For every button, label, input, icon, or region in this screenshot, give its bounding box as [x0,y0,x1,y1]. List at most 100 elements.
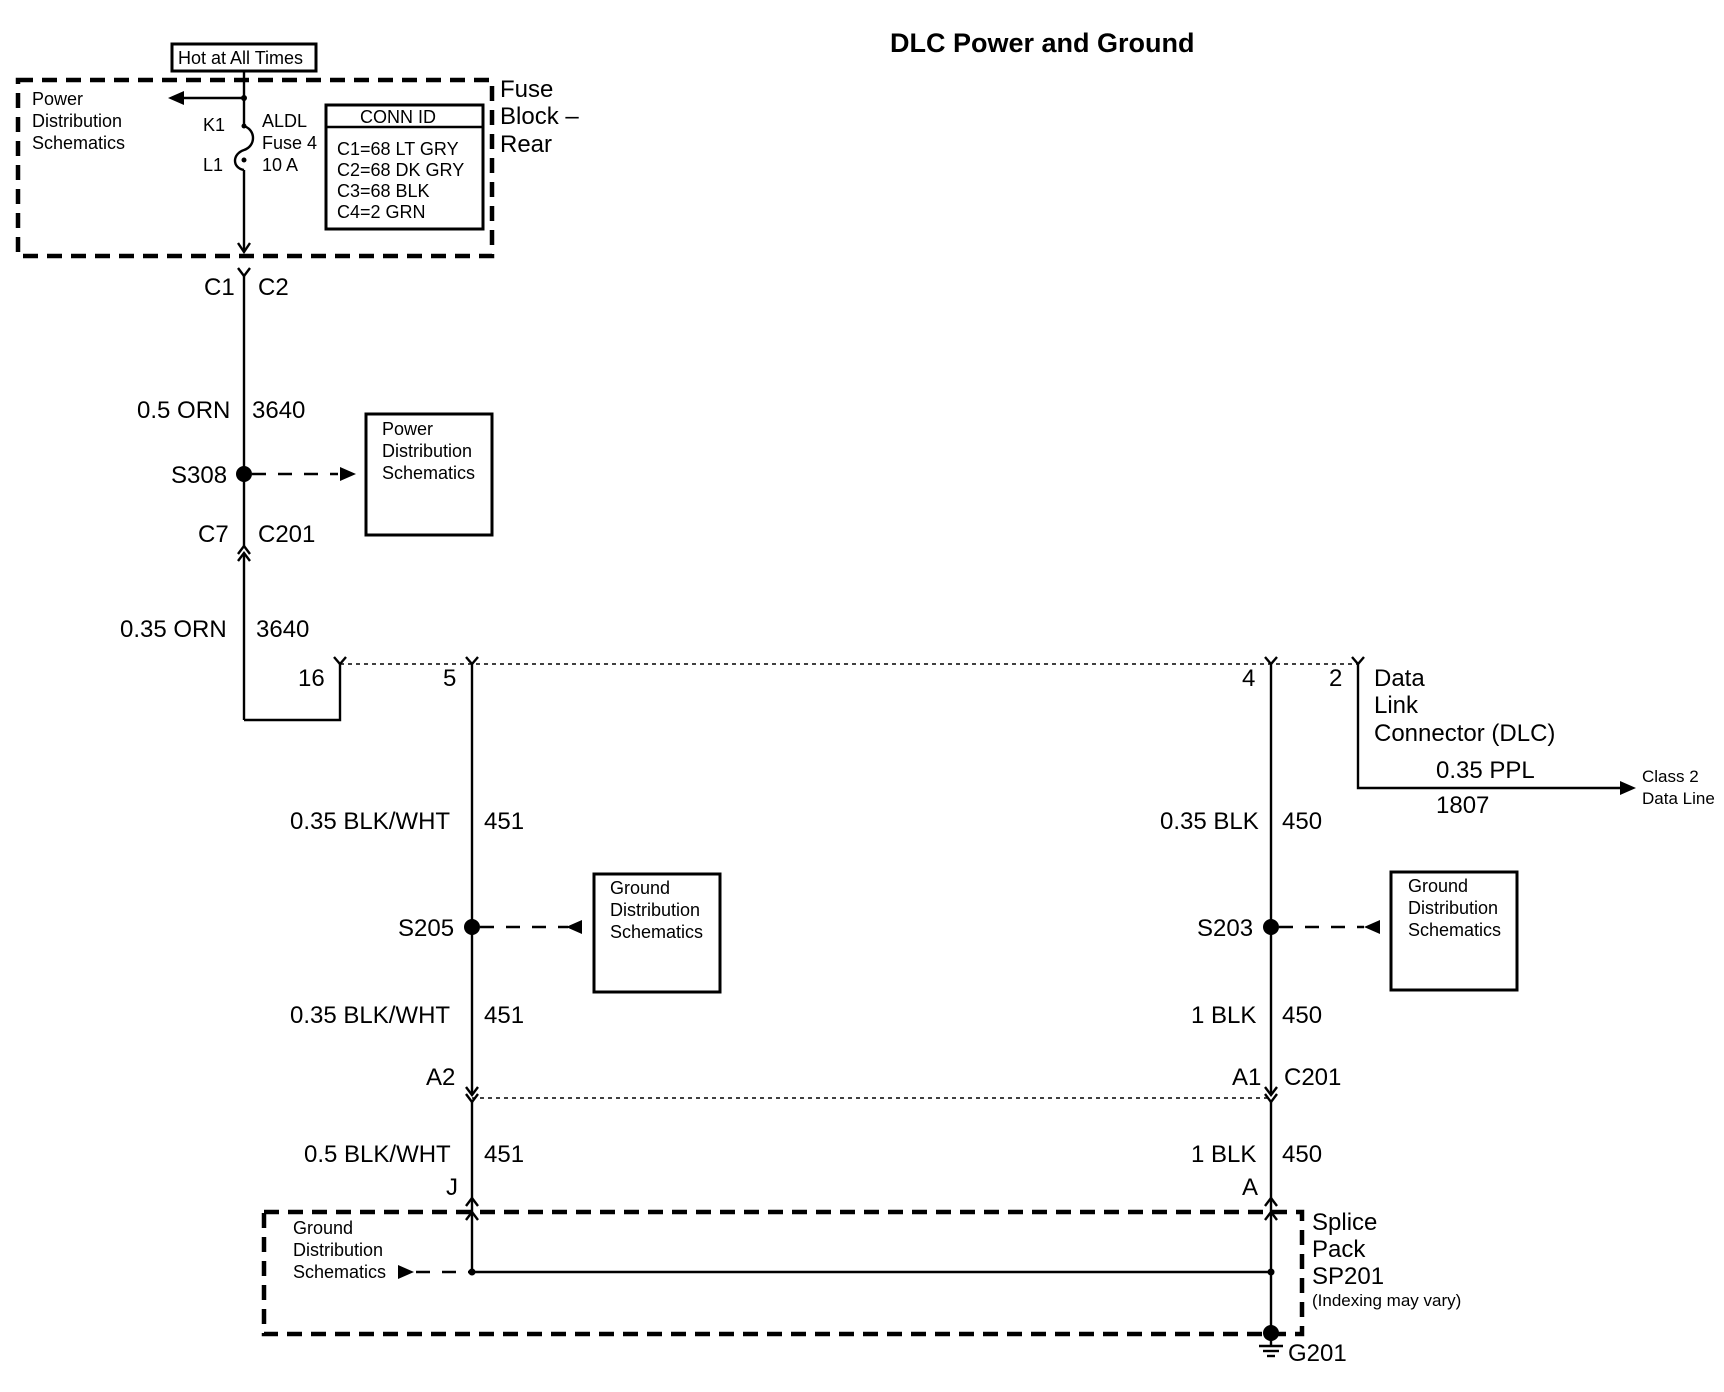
wire-451-upper-gauge: 0.35 BLK/WHT [290,808,450,835]
arrow-right-icon [398,1265,414,1279]
connector-c201-label: C201 [258,521,315,548]
ground-dist-box-right [1389,870,1519,992]
arrow-left-icon [168,91,184,105]
fuse-icon [233,124,255,172]
ground-g201-label: G201 [1288,1340,1347,1367]
svg-text:SP201: SP201 [1312,1263,1384,1290]
wire-3640-lower-gauge: 0.35 ORN [120,616,227,643]
ground-dist-box-left [592,872,722,994]
wire-451-middle-gauge: 0.35 BLK/WHT [290,1002,450,1029]
svg-text:Distribution: Distribution [32,111,122,131]
svg-text:Class 2: Class 2 [1642,767,1699,786]
connector-c2-label: C2 [258,274,289,301]
svg-text:10 A: 10 A [262,155,298,175]
pack-pin-j: J [446,1174,458,1201]
conn-id-header: CONN ID [360,107,436,127]
svg-text:Rear: Rear [500,131,552,158]
fuse-block-outline [15,77,495,259]
wire-1807-circuit: 1807 [1436,792,1489,819]
svg-text:C3=68 BLK: C3=68 BLK [337,181,430,201]
svg-text:Distribution: Distribution [382,441,472,461]
dlc-pin-16: 16 [298,665,325,692]
splice-s205-label: S205 [398,915,454,942]
svg-text:Data: Data [1374,665,1425,692]
dlc-pin-4: 4 [1242,665,1255,692]
svg-text:Pack: Pack [1312,1236,1366,1263]
power-dist-box-label: Power Distribution Schematics [382,419,475,483]
wire-450-lower-gauge: 1 BLK [1191,1141,1256,1168]
wire-1807-gauge: 0.35 PPL [1436,757,1535,784]
splice-pack-note: (Indexing may vary) [1312,1291,1461,1310]
wire-451-middle-circuit: 451 [484,1002,524,1029]
wire-3640-lower-circuit: 3640 [256,616,309,643]
wire-451-lower-gauge: 0.5 BLK/WHT [304,1141,451,1168]
dlc-pin-5: 5 [443,665,456,692]
svg-text:Fuse: Fuse [500,76,553,103]
data-line-dest: Class 2 Data Line [1642,767,1715,808]
svg-text:Connector (DLC): Connector (DLC) [1374,720,1555,747]
arrow-right-icon [1620,781,1636,795]
hot-label: Hot at All Times [178,48,303,68]
svg-text:Ground: Ground [293,1218,353,1238]
conn-id-box [324,103,485,231]
svg-text:Power: Power [32,89,83,109]
connector-a1-label: A1 [1232,1064,1261,1091]
connector-c7-icon [237,544,251,555]
svg-text:Splice: Splice [1312,1209,1377,1236]
arrow-left-icon [1364,920,1380,934]
wire-3640-upper-circuit: 3640 [252,397,305,424]
fuse-pin-k1: K1 [203,115,225,135]
wire-451-lower-circuit: 451 [484,1141,524,1168]
wire-450-upper-gauge: 0.35 BLK [1160,808,1259,835]
dlc-name: Data Link Connector (DLC) [1374,665,1555,747]
wire-451-upper-circuit: 451 [484,808,524,835]
svg-text:Schematics: Schematics [293,1262,386,1282]
svg-text:C1=68 LT GRY: C1=68 LT GRY [337,139,459,159]
wire-450-middle-gauge: 1 BLK [1191,1002,1256,1029]
splice-s205 [464,919,480,935]
connector-c7-label: C7 [198,521,229,548]
svg-text:Link: Link [1374,692,1419,719]
splice-s203-label: S203 [1197,915,1253,942]
connector-a1-icon [1264,1086,1278,1097]
svg-text:Block –: Block – [500,103,579,130]
ground-splice [1263,1325,1279,1341]
pack-pin-a: A [1242,1174,1258,1201]
svg-text:Schematics: Schematics [610,922,703,942]
svg-text:Distribution: Distribution [610,900,700,920]
svg-text:ALDL: ALDL [262,111,307,131]
wire-450-upper-circuit: 450 [1282,808,1322,835]
svg-text:Distribution: Distribution [1408,898,1498,918]
arrow-down-icon [237,242,251,255]
power-dist-box [364,412,494,537]
splice-pack-ground-dist-label: Ground Distribution Schematics [293,1218,386,1282]
svg-text:Power: Power [382,419,433,439]
svg-text:Distribution: Distribution [293,1240,383,1260]
fuse-block-name: Fuse Block – Rear [500,76,579,158]
svg-text:Fuse 4: Fuse 4 [262,133,317,153]
ground-dist-box-right-label: Ground Distribution Schematics [1408,876,1501,940]
connector-a2-icon [465,1086,479,1097]
svg-text:Schematics: Schematics [1408,920,1501,940]
fuse-label: ALDL Fuse 4 10 A [262,111,317,175]
conn-id-list: C1=68 LT GRY C2=68 DK GRY C3=68 BLK C4=2… [337,139,464,222]
ground-icon [1259,1338,1283,1358]
wire-450-lower-circuit: 450 [1282,1141,1322,1168]
splice-pack-outline [261,1209,1305,1337]
connector-c2-icon [237,267,251,278]
svg-text:Data Line: Data Line [1642,789,1715,808]
wire-450-middle-circuit: 450 [1282,1002,1322,1029]
svg-text:Ground: Ground [610,878,670,898]
svg-text:Ground: Ground [1408,876,1468,896]
dlc-pin-2: 2 [1329,665,1342,692]
svg-text:C2=68 DK GRY: C2=68 DK GRY [337,160,464,180]
arrow-left-icon [566,920,582,934]
splice-s308-label: S308 [171,462,227,489]
diagram-title: DLC Power and Ground [890,28,1195,58]
connector-a2-label: A2 [426,1064,455,1091]
splice-s308 [236,466,252,482]
fuse-pin-l1: L1 [203,155,223,175]
connector-c201-right-label: C201 [1284,1064,1341,1091]
wire-1807 [1356,664,1620,790]
